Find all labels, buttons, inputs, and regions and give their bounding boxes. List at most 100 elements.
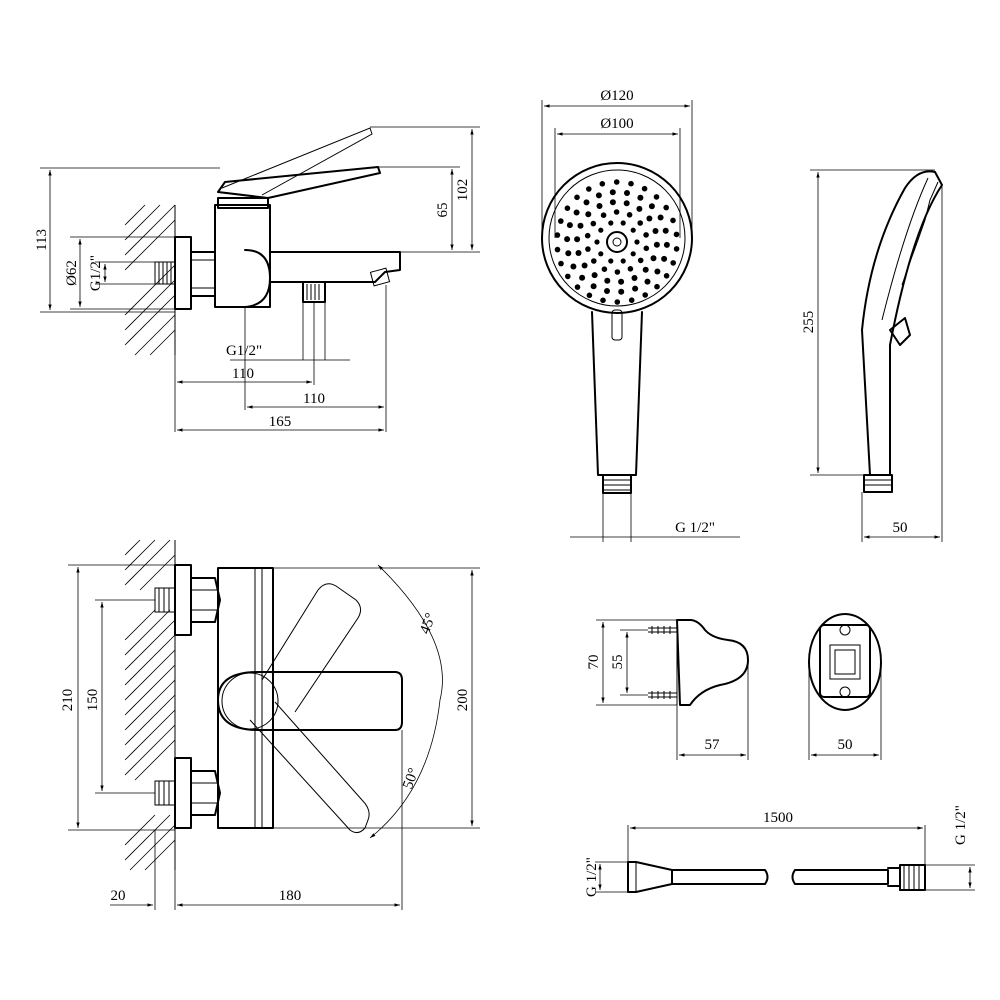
nozzle-dot (600, 297, 606, 304)
holder-screw-top (648, 626, 677, 634)
nozzle-dot (641, 185, 648, 192)
label-50-shower: 50 (893, 520, 908, 536)
spout-side (269, 251, 401, 287)
label-102: 102 (455, 179, 471, 202)
nozzle-dot (608, 258, 614, 264)
nozzle-dot (583, 199, 590, 206)
label-110-first: 110 (232, 366, 254, 382)
nozzle-dot (623, 200, 630, 207)
nozzle-dot (628, 180, 634, 187)
nozzle-dot (637, 257, 644, 264)
nozzle-dot (648, 203, 655, 210)
label-angle-45: 45° (417, 611, 439, 636)
nozzle-dot (657, 214, 664, 221)
nozzle-dot (663, 241, 670, 248)
label-165: 165 (269, 414, 292, 430)
nozzle-dot (620, 220, 626, 226)
nozzle-dot (586, 186, 592, 192)
nozzle-dot (558, 260, 564, 267)
label-dia-120: Ø120 (600, 88, 633, 104)
nozzle-dot (618, 288, 625, 295)
nozzle-dot (594, 239, 600, 245)
nozzle-dot (599, 181, 606, 187)
nozzle-dot (554, 232, 561, 238)
nozzle-dot (581, 262, 588, 269)
nozzle-dot (613, 179, 620, 185)
nozzle-dot (653, 241, 660, 248)
nozzle-dot (564, 236, 571, 243)
nozzle-dot (637, 194, 644, 201)
hand-shower-side-dimensions (810, 169, 943, 542)
nozzle-dot (652, 228, 659, 234)
inlet-thread-side (154, 261, 176, 285)
nozzle-dot (585, 211, 592, 218)
nozzle-dot (609, 199, 616, 206)
nozzle-dot (663, 204, 669, 211)
nozzle-dot (643, 245, 650, 252)
nozzle-dot (634, 239, 640, 245)
lever-handle-side (217, 127, 381, 199)
nozzle-dot (570, 263, 577, 270)
nozzle-dot (618, 278, 625, 285)
nozzle-dot (566, 222, 573, 229)
nozzle-dot (654, 268, 661, 275)
nozzle-dot (595, 192, 602, 199)
nozzle-dot (565, 250, 572, 257)
side-dimension-lines (40, 126, 480, 432)
front-view: 210 150 200 20 180 45° 50° (60, 539, 480, 910)
nozzle-dot (670, 260, 676, 266)
nozzle-dot (614, 299, 621, 305)
front-dimension-lines (68, 564, 480, 910)
nozzle-dot (574, 284, 581, 290)
nozzle-dot (565, 273, 571, 280)
label-1500: 1500 (763, 810, 793, 826)
nozzle-dot (644, 278, 651, 285)
holder-screw-bottom (648, 691, 677, 699)
nozzle-dot (637, 220, 643, 226)
nozzle-dot (673, 231, 680, 238)
nozzle-dot (590, 220, 597, 227)
nozzle-dot (586, 292, 593, 299)
nozzle-dot (642, 292, 648, 298)
label-g12-hose-left: G 1/2" (584, 857, 600, 897)
nozzle-dot (631, 275, 638, 281)
side-view: 113 Ø62 G1/2" 65 102 G1/2" 110 110 165 (34, 126, 480, 432)
hand-shower-front-view: Ø120 Ø100 G 1/2" (541, 88, 740, 542)
nozzle-dot (600, 212, 607, 218)
label-110-second: 110 (303, 391, 325, 407)
label-g12-side-left: G1/2" (88, 255, 104, 291)
nozzle-dot (598, 227, 604, 233)
nozzle-dot (620, 258, 626, 264)
nozzle-dot (558, 218, 564, 224)
nozzle-dot (575, 250, 582, 256)
nozzle-dot (628, 297, 635, 304)
nozzle-dot (630, 227, 636, 233)
label-55: 55 (610, 655, 626, 670)
label-dia-100: Ø100 (600, 116, 633, 132)
nozzle-dot (626, 212, 633, 218)
nozzle-dot (574, 194, 580, 201)
nozzle-dot (584, 232, 591, 239)
label-255: 255 (801, 311, 817, 334)
nozzle-dot (654, 283, 660, 290)
holder-side-view: 70 55 57 (586, 619, 749, 760)
hand-shower-side-view: 255 50 (801, 169, 943, 542)
nozzle-dot (643, 232, 649, 238)
nozzle-dot (627, 266, 634, 272)
nozzle-dot (604, 277, 611, 284)
nozzle-dot (646, 215, 653, 222)
nozzle-dot (604, 288, 610, 294)
angle-arc (369, 564, 443, 839)
nozzle-dot (613, 209, 620, 215)
holder-front-view: 50 (808, 613, 882, 760)
label-200: 200 (455, 689, 471, 712)
label-angle-50: 50° (400, 766, 422, 791)
nozzle-dot (636, 205, 643, 212)
nozzle-dot (632, 285, 639, 292)
label-57: 57 (705, 737, 721, 753)
nozzle-dot (601, 266, 608, 273)
label-70: 70 (586, 655, 602, 670)
hose-dimensions (595, 825, 975, 893)
nozzle-dot (579, 274, 586, 281)
